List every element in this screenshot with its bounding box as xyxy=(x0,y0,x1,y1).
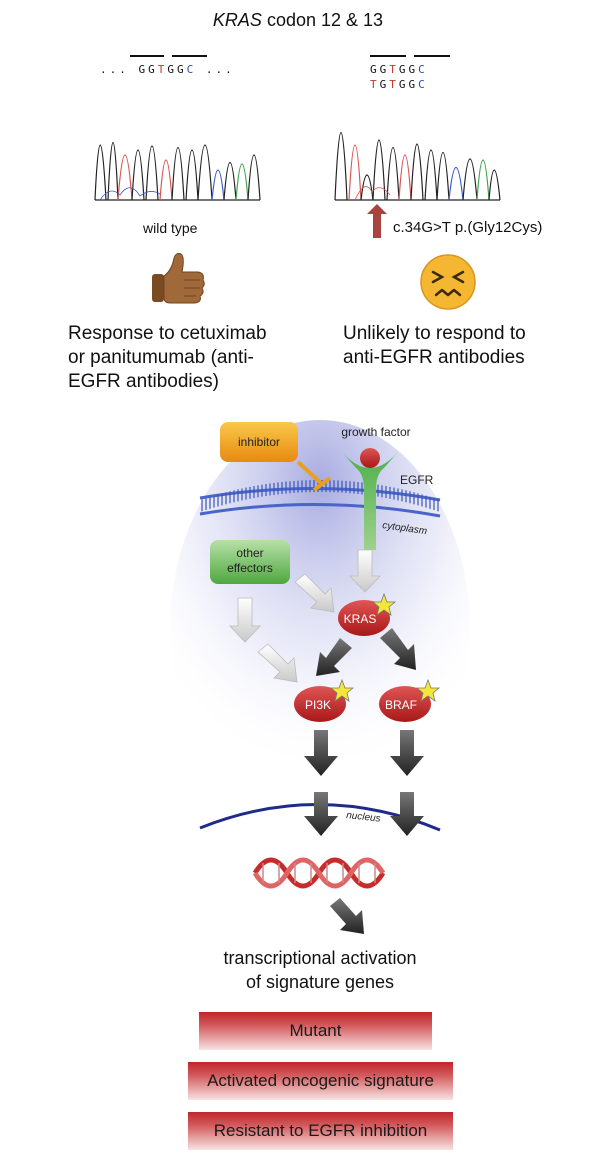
mutation-label: c.34G>T p.(Gly12Cys) xyxy=(393,219,543,236)
other-effectors-label: effectors xyxy=(227,561,273,575)
arrow-pi3k-nucleus xyxy=(304,730,338,776)
mutant-sequence-row1: GGTGGC xyxy=(370,63,428,76)
mutant-bar: Mutant xyxy=(199,1012,432,1050)
inhibitor-label: inhibitor xyxy=(238,435,280,449)
wildtype-response-line: or panitumumab (anti- xyxy=(68,347,254,368)
egfr-label: EGFR xyxy=(400,473,434,487)
wildtype-response: Response to cetuximab or panitumumab (an… xyxy=(68,322,267,394)
mutant-sequence-row2: TGTGGC xyxy=(370,78,428,91)
pi3k-mutation-star-icon xyxy=(329,678,355,702)
resistant-bar: Resistant to EGFR inhibition xyxy=(188,1112,453,1150)
transcription-line: transcriptional activation xyxy=(223,948,417,968)
chromatogram-graphics xyxy=(94,55,501,310)
kras-protein xyxy=(338,600,390,636)
wildtype-chromatogram xyxy=(94,142,261,201)
dna-helix-icon xyxy=(252,857,386,889)
wildtype-sequence: ... GGTGGC ... xyxy=(100,63,235,76)
arrow-kras-pi3k xyxy=(316,638,352,676)
other-effectors-label: other xyxy=(236,546,263,560)
kras-label: KRAS xyxy=(344,612,377,626)
arrow-nucleus-dna-left xyxy=(304,792,338,836)
figure-title: KRAS codon 12 & 13 xyxy=(212,10,384,30)
braf-label: BRAF xyxy=(385,698,417,712)
mutant-response: Unlikely to respond to anti-EGFR antibod… xyxy=(343,322,526,370)
growth-factor-ligand xyxy=(360,448,380,468)
pi3k-label: PI3K xyxy=(305,698,331,712)
braf-protein xyxy=(379,686,431,722)
braf-mutation-star-icon xyxy=(415,678,441,702)
membrane-lipids xyxy=(201,480,439,512)
wildtype-response-line: Response to cetuximab xyxy=(68,323,267,344)
arrow-effectors-down xyxy=(229,597,261,643)
arrow-egfr-kras xyxy=(349,549,381,593)
cytoplasm-glow xyxy=(170,420,470,840)
mutant-response-line: anti-EGFR antibodies xyxy=(343,347,525,368)
mutation-arrow xyxy=(367,204,387,238)
arrow-nucleus-dna-right xyxy=(390,792,424,836)
arrow-kras-braf xyxy=(380,628,416,670)
wildtype-caption: wild type xyxy=(143,220,198,236)
arrow-braf-nucleus xyxy=(390,730,424,776)
inhibition-line xyxy=(296,460,324,486)
activated-signature-bar: Activated oncogenic signature xyxy=(188,1062,453,1100)
transcription-line: of signature genes xyxy=(245,972,395,992)
confounded-face-icon xyxy=(420,254,476,310)
arrow-dna-transcription xyxy=(330,898,364,934)
kras-mutation-star-icon xyxy=(371,592,397,616)
pathway-diagram: inhibitor growth factor EGFR cytoplasm o… xyxy=(170,420,470,934)
light-arrows xyxy=(229,549,381,683)
transcription-text: transcriptional activation of signature … xyxy=(0,946,596,994)
egfr-receptor xyxy=(342,452,398,550)
arrow-effectors-kras xyxy=(294,573,335,613)
nucleus-label: nucleus xyxy=(346,810,381,825)
inhibitor-box xyxy=(220,422,298,462)
wildtype-response-line: EGFR antibodies) xyxy=(68,371,220,392)
arrow-effectors-pi3k xyxy=(257,643,298,683)
pi3k-protein xyxy=(294,686,346,722)
other-effectors-box xyxy=(210,540,290,584)
mutant-response-line: Unlikely to respond to xyxy=(343,323,526,344)
thumbs-up-icon xyxy=(152,253,205,304)
inhibition-bar xyxy=(312,476,332,492)
mutant-chromatogram xyxy=(334,131,501,201)
dark-arrows xyxy=(304,628,424,934)
growth-factor-label: growth factor xyxy=(341,425,410,439)
